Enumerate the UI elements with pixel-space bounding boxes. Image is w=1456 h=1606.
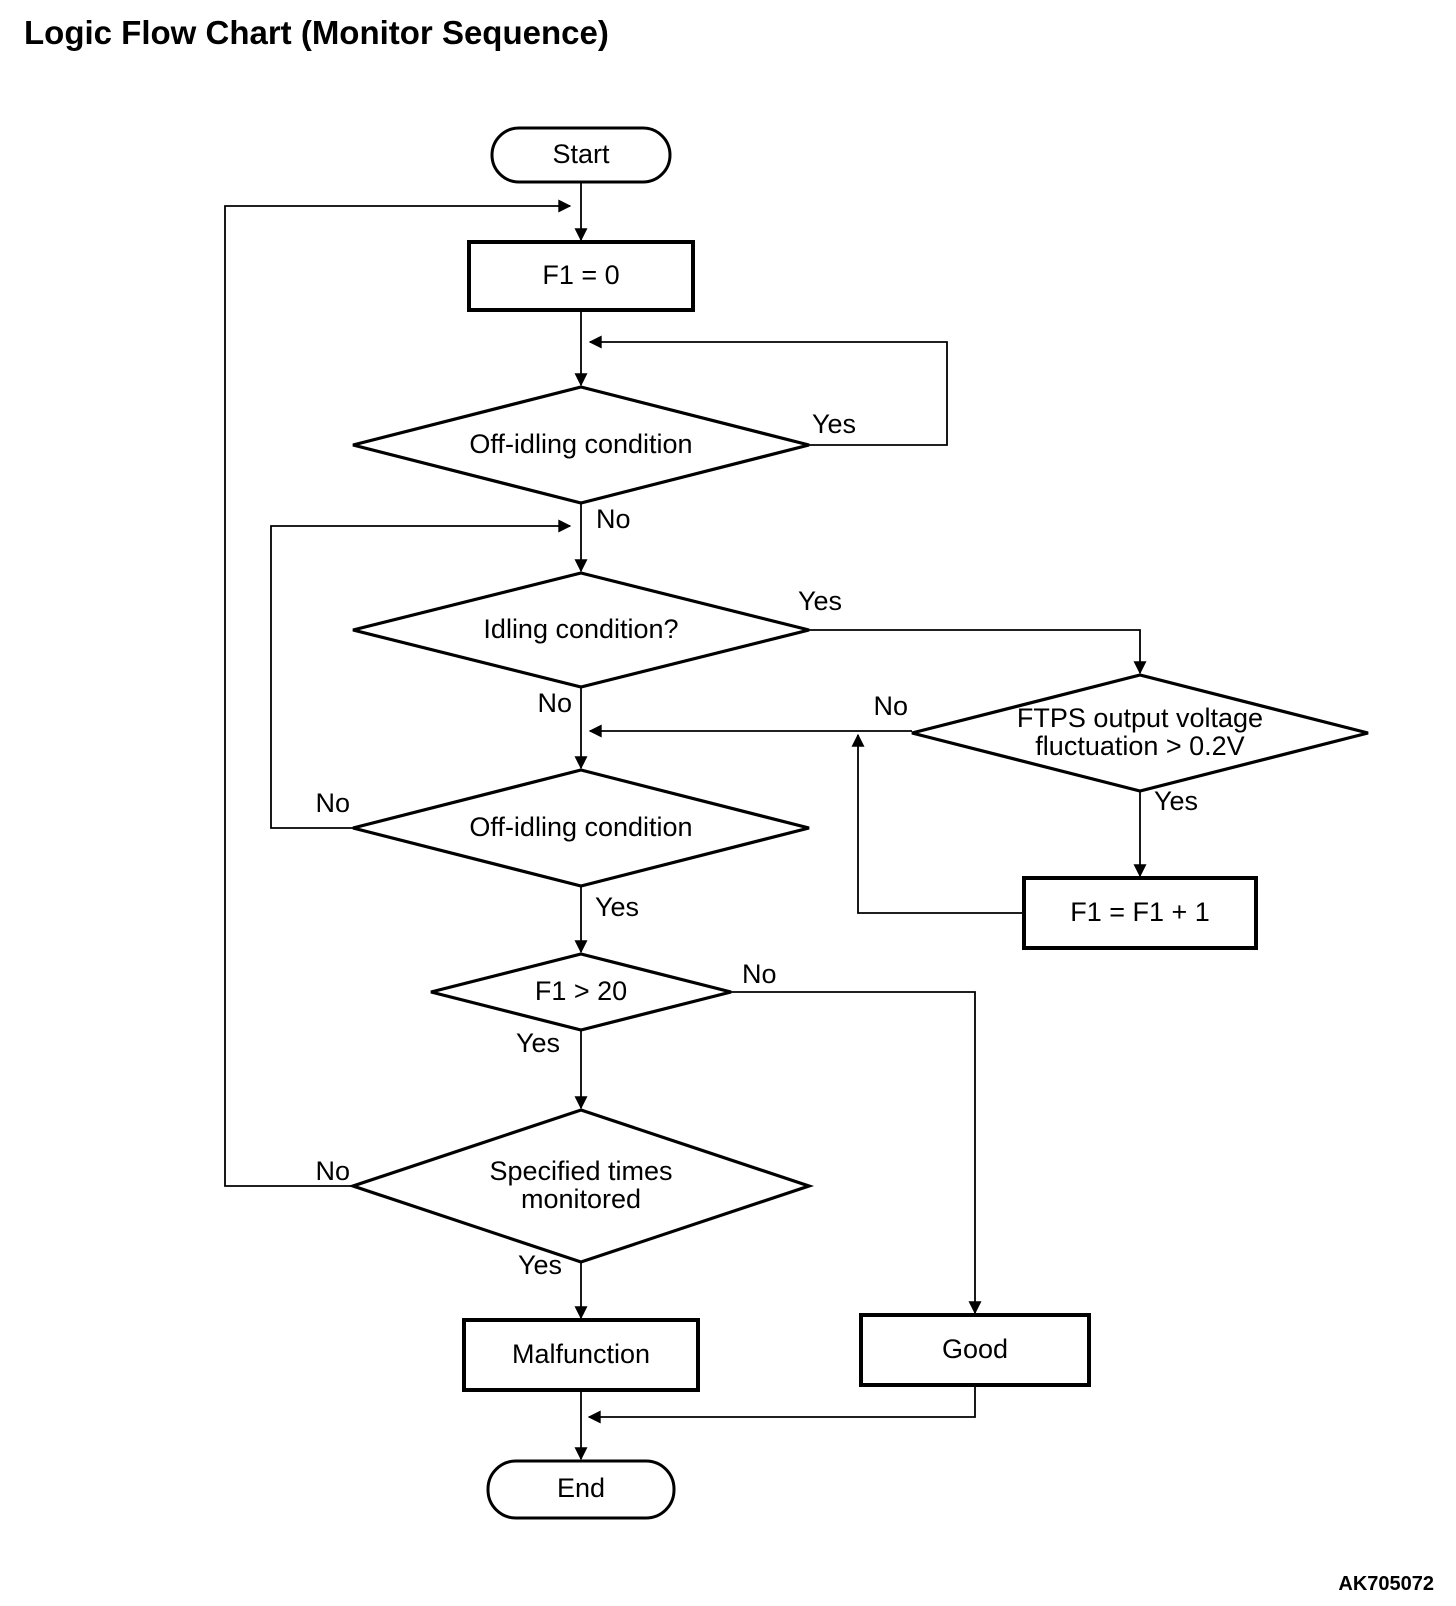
node-good-label: Good	[942, 1334, 1008, 1364]
node-end	[486, 1459, 676, 1520]
node-off-idling-2-label: Off-idling condition	[469, 812, 692, 842]
edge-label-idling-yes: Yes	[798, 586, 842, 616]
node-ftps-label-line2: fluctuation > 0.2V	[1035, 731, 1244, 761]
node-good	[859, 1313, 1091, 1387]
edge-label-idling-no: No	[537, 688, 572, 718]
node-idling	[352, 571, 810, 689]
edge-idling-yes-to-ftps	[809, 629, 1147, 675]
edge-off-idling-2-no-loop-to-idling	[270, 519, 572, 829]
node-off-idling-1-label: Off-idling condition	[469, 429, 692, 459]
node-off-idling-1	[352, 385, 810, 505]
node-start	[490, 126, 672, 184]
edge-label-off-idling-2-no: No	[315, 788, 350, 818]
edge-f1-increment-return	[851, 733, 1024, 914]
node-f1-init	[467, 240, 695, 312]
edge-label-ftps-no: No	[873, 691, 908, 721]
node-end-label: End	[557, 1473, 605, 1503]
edge-specified-no-loop-to-top	[224, 199, 572, 1187]
node-ftps	[911, 673, 1369, 793]
page-title: Logic Flow Chart (Monitor Sequence)	[24, 14, 609, 51]
node-f1-gt-20-label: F1 > 20	[535, 976, 627, 1006]
node-malfunction-label: Malfunction	[512, 1339, 650, 1369]
figure-code: AK705072	[1338, 1573, 1434, 1595]
edge-label-f1-gt-20-yes: Yes	[516, 1028, 560, 1058]
node-malfunction	[462, 1318, 700, 1392]
edge-good-to-end-join	[587, 1385, 976, 1424]
edge-off-idling-1-yes-loop	[588, 335, 948, 446]
edge-label-f1-gt-20-no: No	[742, 959, 777, 989]
node-f1-init-label: F1 = 0	[542, 260, 619, 290]
node-off-idling-2	[352, 768, 810, 888]
node-idling-label: Idling condition?	[483, 614, 678, 644]
edge-label-specified-no: No	[315, 1156, 350, 1186]
node-f1-increment-label: F1 = F1 + 1	[1070, 897, 1210, 927]
node-specified-label-line2: monitored	[521, 1184, 641, 1214]
edge-label-specified-yes: Yes	[518, 1250, 562, 1280]
edge-label-off-idling-1-yes: Yes	[812, 409, 856, 439]
node-specified	[347, 1108, 815, 1264]
node-specified-label-line1: Specified times	[489, 1156, 672, 1186]
edge-label-off-idling-2-yes: Yes	[595, 892, 639, 922]
edge-label-off-idling-1-no: No	[596, 504, 631, 534]
node-f1-gt-20	[430, 952, 732, 1032]
node-ftps-label-line1: FTPS output voltage	[1017, 703, 1263, 733]
node-f1-increment	[1022, 876, 1258, 950]
edge-f1-gt-20-no-to-good	[731, 991, 982, 1315]
node-start-label: Start	[552, 139, 610, 169]
edge-label-ftps-yes: Yes	[1154, 786, 1198, 816]
